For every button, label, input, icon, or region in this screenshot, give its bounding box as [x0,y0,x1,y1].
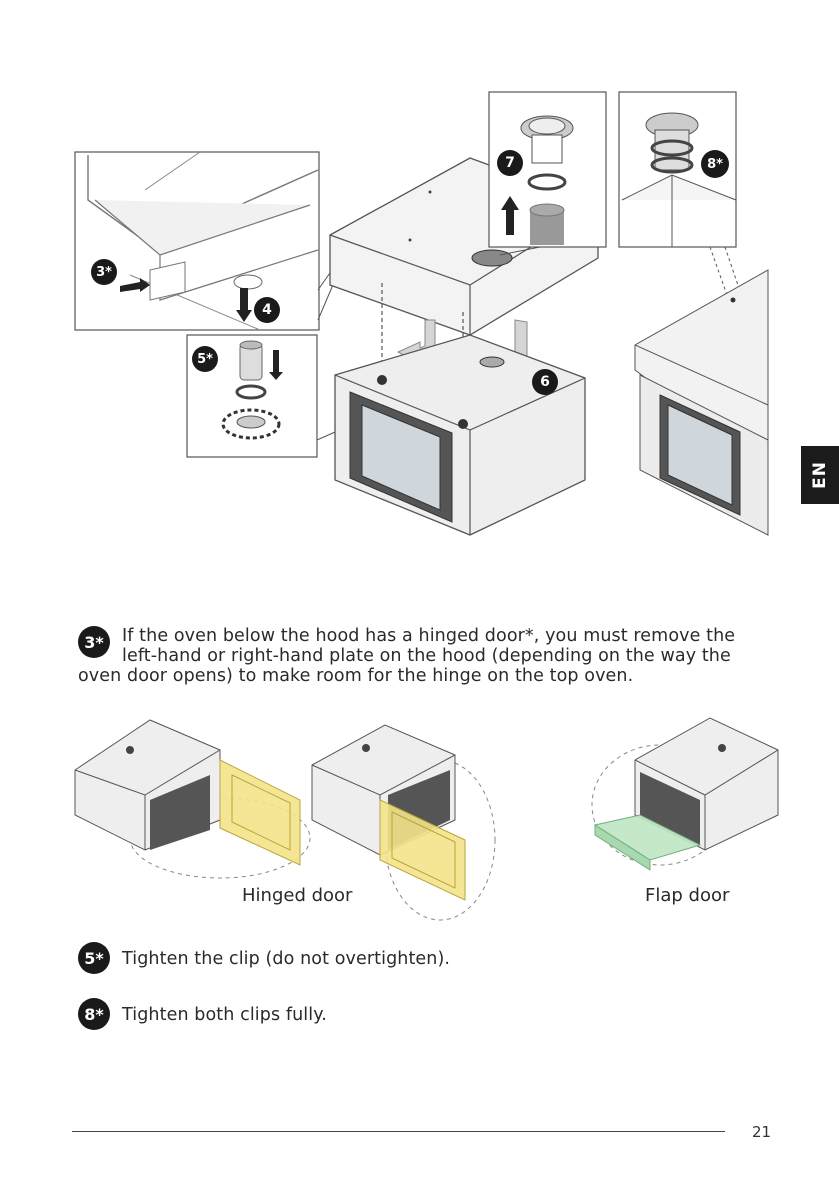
callout-8: 8* [701,150,729,178]
callout-6: 6 [532,369,558,395]
step-3-line-2: left-hand or right-hand plate on the hoo… [122,646,731,666]
step-5-badge: 5* [78,942,110,974]
callout-5: 5* [192,346,218,372]
flap-door-caption: Flap door [645,885,729,906]
hinged-door-oven-right [75,720,310,878]
stacked-ovens-partial [635,270,768,535]
step-3-line-1: If the oven below the hood has a hinged … [122,626,735,646]
callout-7: 7 [497,150,523,176]
step-5-text: Tighten the clip (do not overtighten). [122,949,450,969]
step-8-badge: 8* [78,998,110,1030]
inset-hood-plate [75,152,319,330]
step-3-line-3: oven door opens) to make room for the hi… [78,666,633,686]
step-8-text: Tighten both clips fully. [122,1005,327,1025]
oven [335,335,585,535]
hood-installation-illustration [0,0,839,560]
footer-rule [72,1131,725,1132]
page-number: 21 [752,1123,771,1141]
flap-door-oven [592,718,778,870]
hinged-door-caption: Hinged door [242,885,352,906]
callout-3: 3* [91,259,117,285]
step-3-badge: 3* [78,626,110,658]
callout-4: 4 [254,297,280,323]
